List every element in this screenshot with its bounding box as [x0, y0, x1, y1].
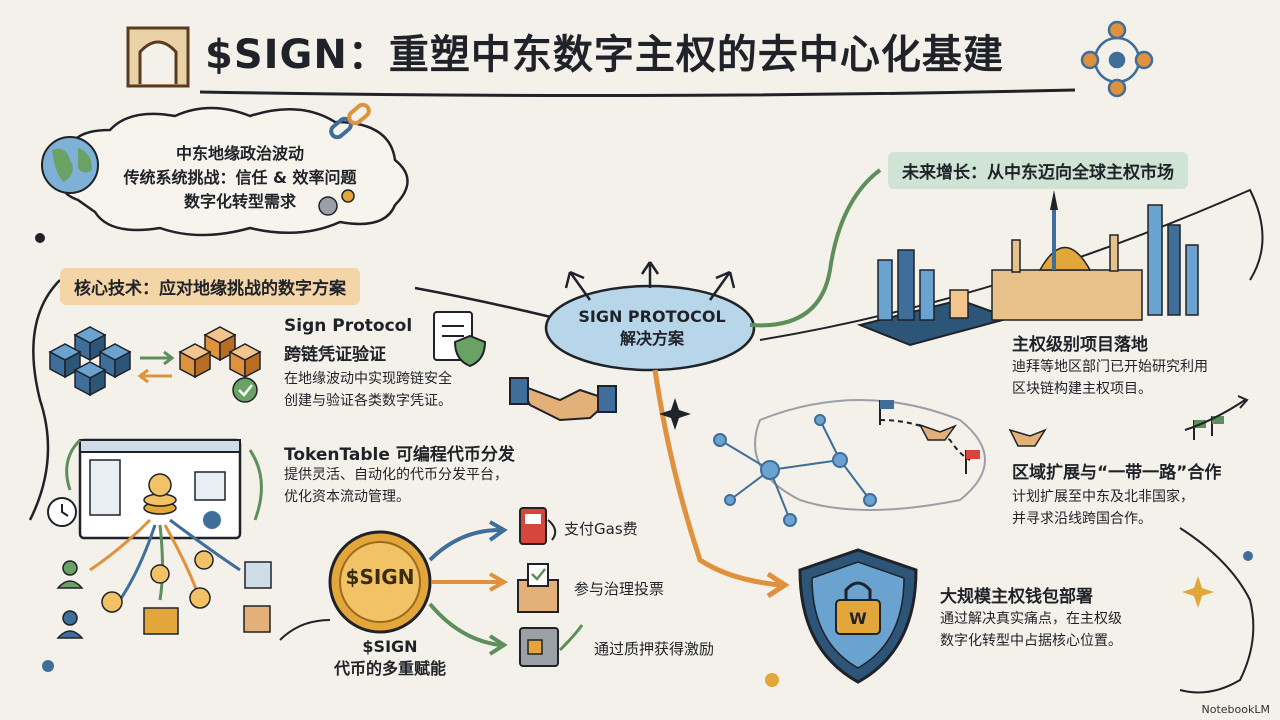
future-banner: 未来增长：从中东迈向全球主权市场 [888, 152, 1188, 189]
center-node-line: 解决方案 [552, 328, 752, 350]
handshake-icon [920, 425, 1045, 446]
utility-gas: 支付Gas费 [564, 518, 638, 539]
clock-icon [48, 498, 76, 526]
center-node-line: SIGN PROTOCOL [552, 306, 752, 328]
future-item-desc: 通过解决真实痛点，在主权级 [940, 608, 1122, 630]
utility-staking: 通过质押获得激励 [594, 638, 714, 659]
future-item-desc: 并寻求沿线跨国合作。 [1012, 508, 1152, 530]
future-item-desc: 迪拜等地区部门已开始研究利用 [1012, 356, 1208, 378]
watermark: NotebookLM [1202, 703, 1270, 716]
challenge-line: 传统系统挑战：信任 & 效率问题 [110, 166, 370, 190]
utility-governance: 参与治理投票 [574, 578, 664, 599]
challenge-cloud-text: 中东地缘政治波动 传统系统挑战：信任 & 效率问题 数字化转型需求 [110, 142, 370, 214]
globe-icon [42, 137, 98, 193]
shield-wallet-icon: W [800, 550, 916, 682]
blockchain-cubes-icon [50, 327, 260, 402]
coin-label: $SIGN [330, 565, 430, 589]
handshake-icon [510, 378, 616, 420]
document-shield-icon [434, 312, 485, 366]
future-item-title: 大规模主权钱包部署 [940, 582, 1093, 607]
tokentable-desc: 优化资本流动管理。 [284, 486, 410, 508]
arch-window-icon [128, 28, 188, 86]
future-item-title: 主权级别项目落地 [1012, 330, 1148, 355]
coin-icon [102, 551, 213, 612]
center-node-label: SIGN PROTOCOL 解决方案 [552, 306, 752, 350]
future-item-desc: 区块链构建主权项目。 [1012, 378, 1152, 400]
city-skyline-icon [860, 190, 1198, 345]
core-tech-banner: 核心技术：应对地缘挑战的数字方案 [60, 268, 360, 305]
token-caption-line: $SIGN [310, 636, 470, 658]
challenge-line: 中东地缘政治波动 [110, 142, 370, 166]
fuel-pump-icon [520, 508, 555, 544]
svg-text:W: W [849, 609, 867, 628]
sign-protocol-title: Sign Protocol [284, 316, 412, 336]
safe-icon [520, 625, 582, 666]
sign-protocol-desc: 创建与验证各类数字凭证。 [284, 390, 452, 412]
network-people-icon [1082, 22, 1152, 96]
ballot-box-icon [518, 564, 558, 612]
tokentable-title: TokenTable 可编程代币分发 [284, 440, 515, 465]
token-caption-line: 代币的多重赋能 [310, 658, 470, 680]
sign-protocol-desc: 在地缘波动中实现跨链安全 [284, 368, 452, 390]
page-title: $SIGN：重塑中东数字主权的去中心化基建 [205, 22, 1004, 80]
future-item-desc: 数字化转型中占据核心位置。 [940, 630, 1122, 652]
future-item-title: 区域扩展与“一带一路”合作 [1012, 458, 1221, 483]
challenge-line: 数字化转型需求 [110, 190, 370, 214]
tokentable-desc: 提供灵活、自动化的代币分发平台， [284, 464, 508, 486]
sign-protocol-subtitle: 跨链凭证验证 [284, 340, 386, 365]
token-caption: $SIGN 代币的多重赋能 [310, 636, 470, 680]
map-network-icon [714, 400, 985, 526]
future-item-desc: 计划扩展至中东及北非国家， [1012, 486, 1194, 508]
